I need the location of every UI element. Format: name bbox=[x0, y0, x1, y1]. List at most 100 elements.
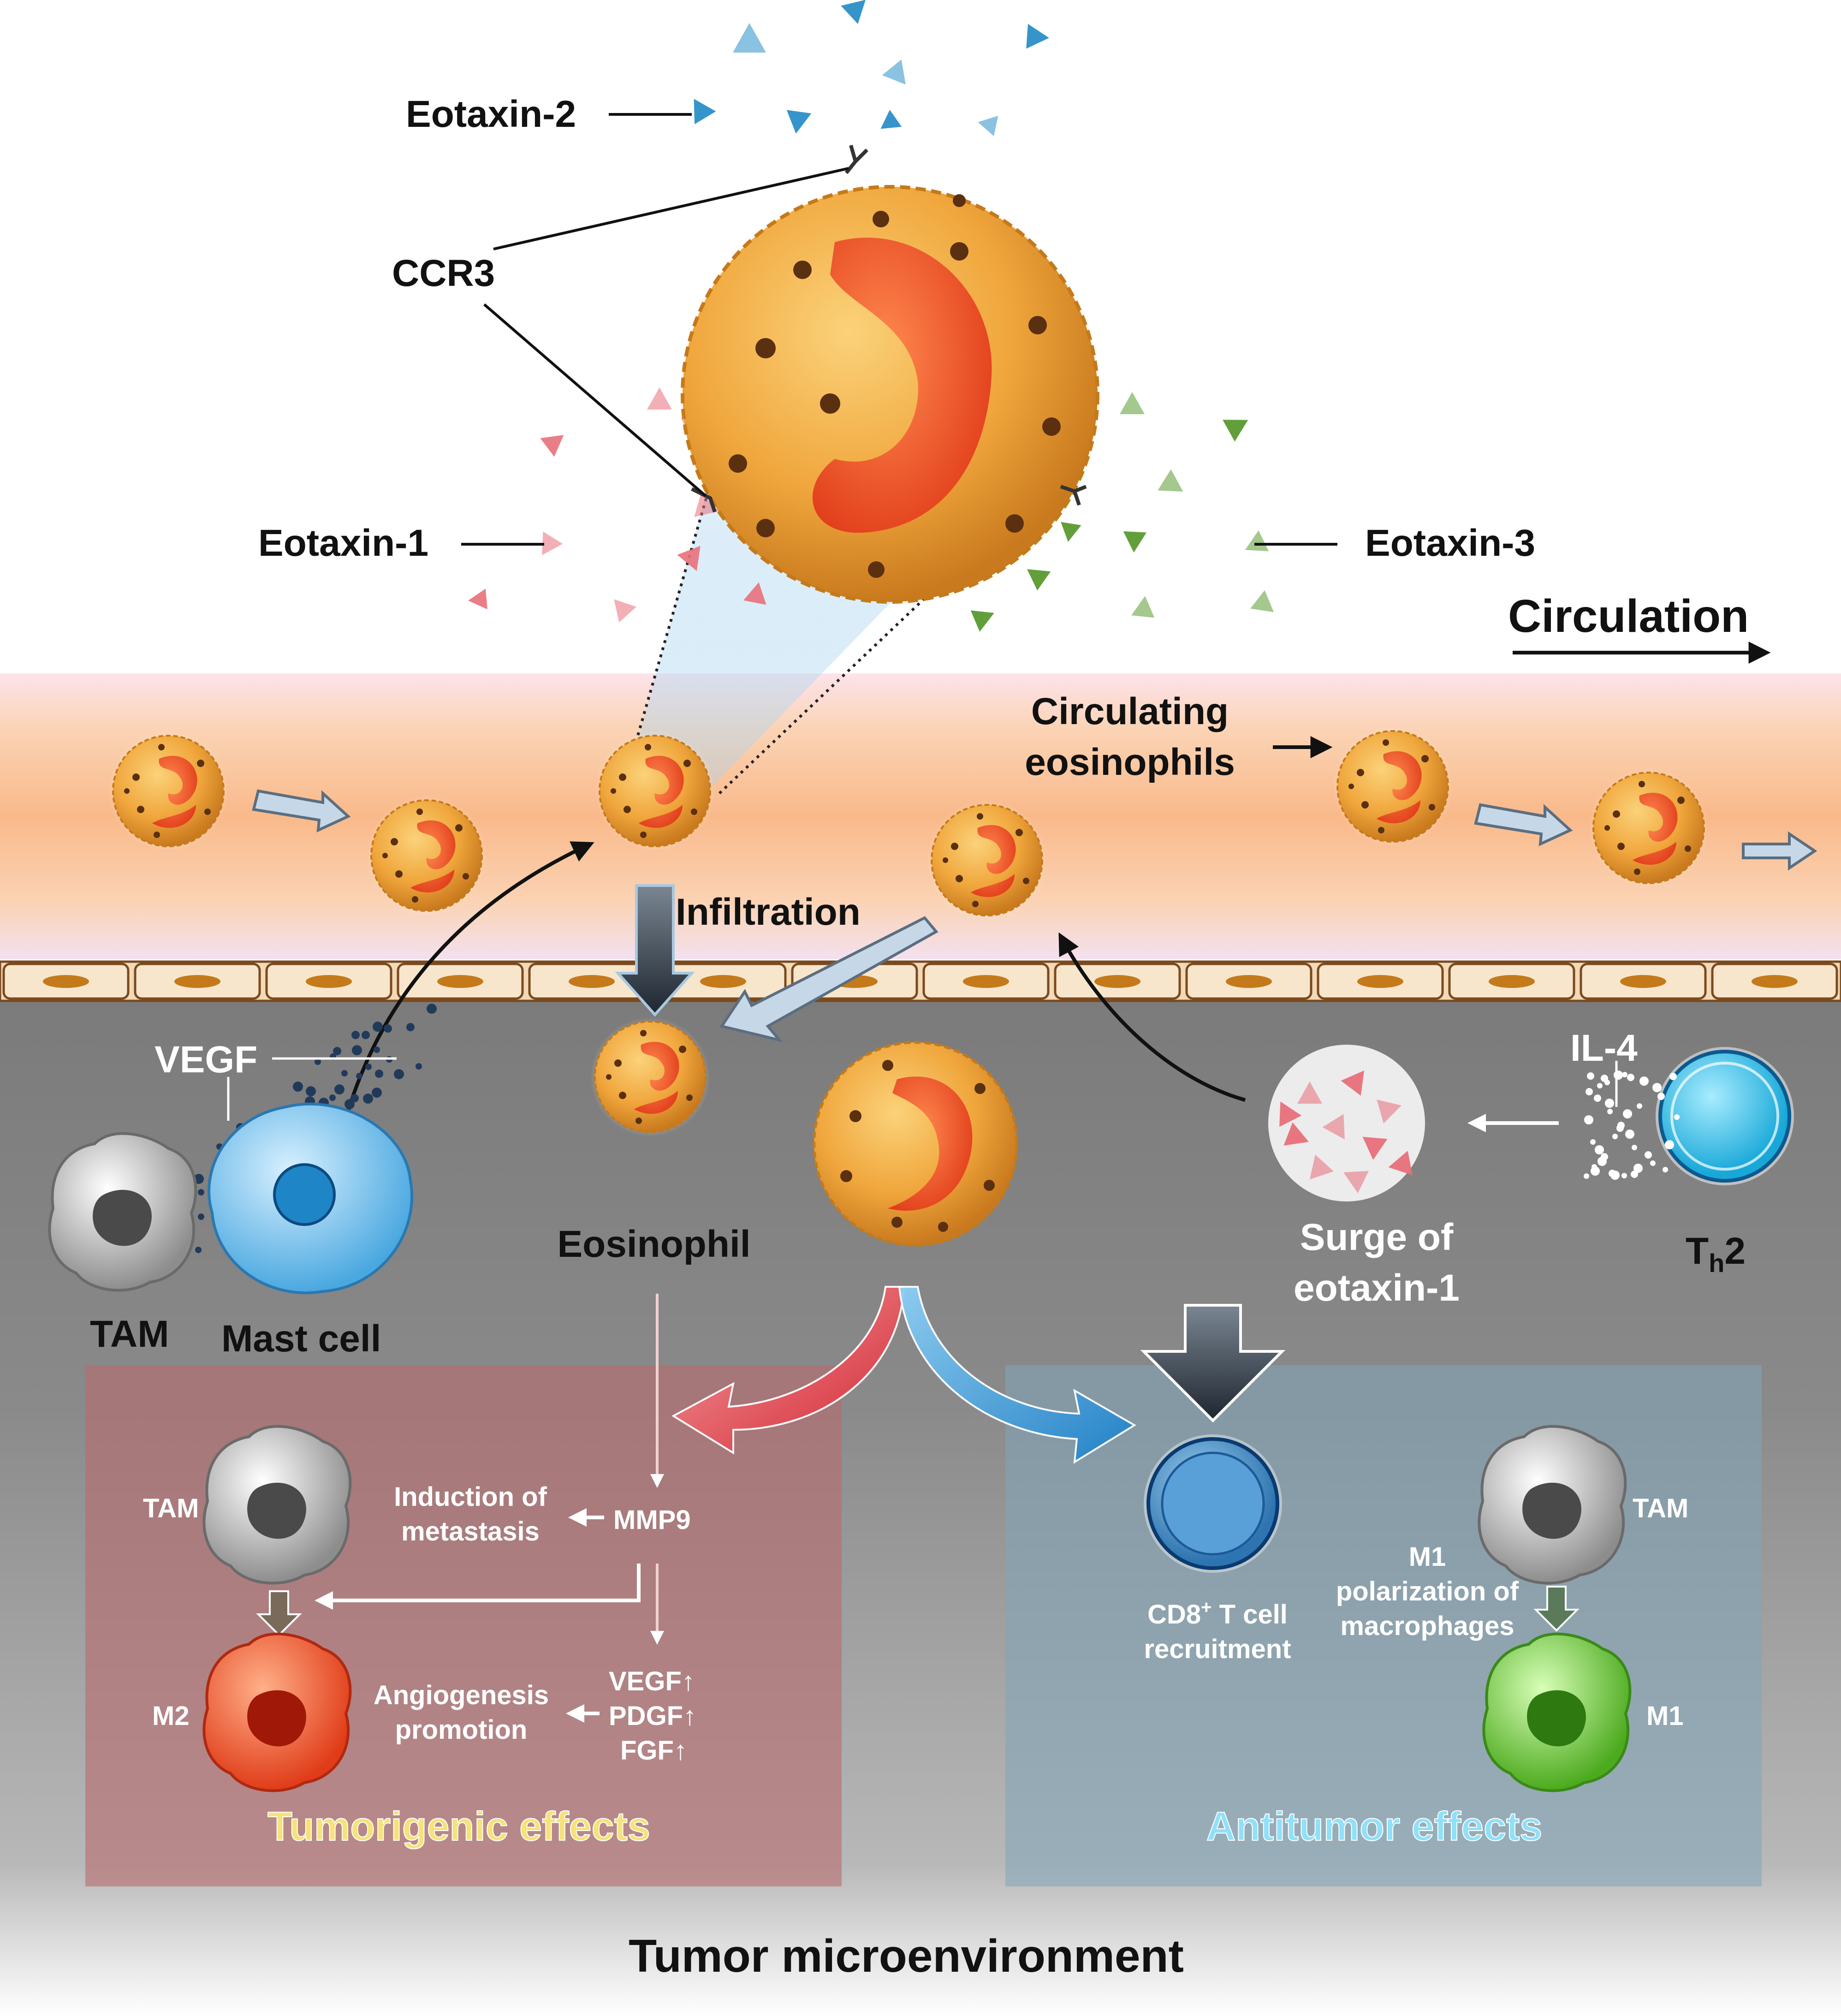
induction-label-line2: metastasis bbox=[401, 1516, 540, 1546]
eotaxin3-ligand bbox=[970, 610, 994, 632]
m1-cell bbox=[1482, 1632, 1632, 1792]
vegf-up-label: VEGF↑ bbox=[609, 1666, 695, 1696]
endothelial-nucleus bbox=[700, 975, 746, 988]
il4-particle bbox=[1584, 1115, 1593, 1124]
eosinophil-large bbox=[681, 185, 1099, 604]
eosinophil-label: Eosinophil bbox=[557, 1223, 750, 1265]
eotaxin3-ligand bbox=[1027, 569, 1051, 591]
eotaxin2-ligand bbox=[733, 23, 766, 53]
th2-cell bbox=[1656, 1047, 1794, 1185]
vegf-particle bbox=[374, 1047, 380, 1053]
m1pol-label-line1: M1 bbox=[1409, 1542, 1446, 1572]
il4-particle bbox=[1669, 1073, 1677, 1080]
vegf-particle bbox=[333, 1047, 341, 1055]
tam-left-label: TAM bbox=[90, 1313, 169, 1355]
tam-tumorigenic-label: TAM bbox=[143, 1493, 199, 1523]
eotaxin-ligands bbox=[468, 0, 1274, 632]
il4-particle bbox=[1590, 1139, 1596, 1145]
eotaxin1-ligand bbox=[743, 582, 766, 605]
ccr3-leader-top bbox=[493, 167, 849, 250]
circulation-label: Circulation bbox=[1508, 590, 1749, 642]
vegf-particle bbox=[372, 1088, 382, 1098]
vegf-particle bbox=[198, 1189, 204, 1195]
endothelial-nucleus bbox=[174, 975, 220, 988]
il4-particle bbox=[1665, 1140, 1674, 1149]
eotaxin1-surge-triangle bbox=[1322, 1114, 1345, 1140]
il4-label: IL-4 bbox=[1570, 1027, 1638, 1069]
il4-particle bbox=[1622, 1072, 1627, 1077]
il4-particle bbox=[1584, 1173, 1589, 1179]
tumorigenic-title: Tumorigenic effects bbox=[267, 1803, 650, 1849]
cd8-label-line1: CD8+ T cell bbox=[1147, 1597, 1288, 1629]
eotaxin1-surge-triangle bbox=[1388, 1151, 1413, 1176]
eotaxin1-ligand bbox=[540, 435, 564, 457]
il4-particle bbox=[1652, 1083, 1662, 1092]
surge-label-line1: Surge of bbox=[1300, 1216, 1454, 1258]
endothelial-nucleus bbox=[43, 975, 89, 988]
il4-particle bbox=[1597, 1083, 1603, 1088]
tam-antitumor-cell bbox=[1478, 1425, 1627, 1585]
pdgf-up-label: PDGF↑ bbox=[609, 1701, 696, 1731]
vegf-particle bbox=[329, 1094, 336, 1101]
endothelial-nucleus bbox=[1752, 975, 1798, 988]
il4-particle bbox=[1587, 1072, 1594, 1080]
endothelial-nucleus bbox=[1620, 975, 1666, 988]
blood-vessel bbox=[0, 673, 1841, 959]
eotaxin1-ligand bbox=[614, 599, 636, 623]
vegf-particle bbox=[416, 1063, 422, 1070]
il4-particle bbox=[1650, 1160, 1656, 1166]
eotaxin3-ligand bbox=[1245, 530, 1269, 552]
eotaxin3-ligand bbox=[1123, 531, 1147, 553]
ccr3-leader-bottom bbox=[483, 303, 707, 497]
m1pol-label-line2: polarization of bbox=[1336, 1576, 1519, 1606]
m2-cell bbox=[202, 1632, 352, 1792]
eosinophil-tissue bbox=[813, 1041, 1018, 1247]
endothelial-nucleus bbox=[569, 975, 615, 988]
vegf-particle bbox=[362, 1031, 370, 1039]
endothelial-nucleus bbox=[1226, 975, 1272, 988]
eotaxin2-ligand bbox=[841, 0, 866, 24]
il4-particle bbox=[1637, 1103, 1642, 1109]
eotaxin1-label: Eotaxin-1 bbox=[258, 522, 428, 564]
il4-particle bbox=[1586, 1088, 1593, 1095]
vegf-particle bbox=[396, 1071, 403, 1077]
tam-antitumor-label: TAM bbox=[1633, 1493, 1688, 1523]
eotaxin3-label: Eotaxin-3 bbox=[1365, 522, 1535, 564]
eotaxin1-surge-triangle bbox=[1343, 1171, 1369, 1194]
eotaxin2-ligand bbox=[694, 99, 716, 125]
antitumor-title: Antitumor effects bbox=[1206, 1803, 1543, 1849]
eotaxin1-surge-triangle bbox=[1377, 1100, 1402, 1124]
eotaxin3-ligand bbox=[1131, 596, 1155, 618]
m2-label: M2 bbox=[152, 1701, 190, 1731]
tumorigenic-arrow bbox=[671, 1286, 905, 1455]
vegf-particle bbox=[352, 1045, 362, 1055]
vegf-particle bbox=[351, 1031, 360, 1039]
eotaxin-surge-cluster bbox=[1268, 1045, 1425, 1201]
il4-particle bbox=[1625, 1130, 1634, 1139]
vegf-particle bbox=[341, 1070, 348, 1076]
eotaxin2-ligand bbox=[880, 109, 902, 129]
endothelial-nucleus bbox=[1489, 975, 1535, 988]
m1pol-label-line3: macrophages bbox=[1340, 1611, 1514, 1641]
eotaxin2-label: Eotaxin-2 bbox=[406, 93, 576, 135]
vegf-particle bbox=[375, 1070, 383, 1078]
tumorigenic-panel bbox=[85, 1365, 842, 1886]
eotaxin3-ligand bbox=[1250, 590, 1274, 613]
eotaxin1-surge-triangle bbox=[1297, 1082, 1322, 1104]
eotaxin1-ligand bbox=[677, 546, 701, 571]
eotaxin1-surge-triangle bbox=[1279, 1101, 1302, 1127]
eotaxin1-surge-triangle bbox=[1341, 1070, 1365, 1096]
il4-particle bbox=[1633, 1164, 1643, 1173]
induction-label-line1: Induction of bbox=[394, 1482, 547, 1512]
eotaxin2-ligand bbox=[1026, 24, 1049, 49]
tam-tumorigenic-cell bbox=[202, 1425, 352, 1585]
eotaxin1-surge-triangle bbox=[1309, 1154, 1334, 1180]
vegf-particle bbox=[198, 1213, 204, 1220]
il4-particle bbox=[1601, 1153, 1608, 1160]
eotaxin2-ligand bbox=[978, 116, 998, 137]
vegf-particle bbox=[427, 1004, 437, 1014]
endothelium bbox=[0, 960, 1841, 1002]
il4-particle bbox=[1621, 1173, 1627, 1178]
endothelial-nucleus bbox=[437, 975, 483, 988]
